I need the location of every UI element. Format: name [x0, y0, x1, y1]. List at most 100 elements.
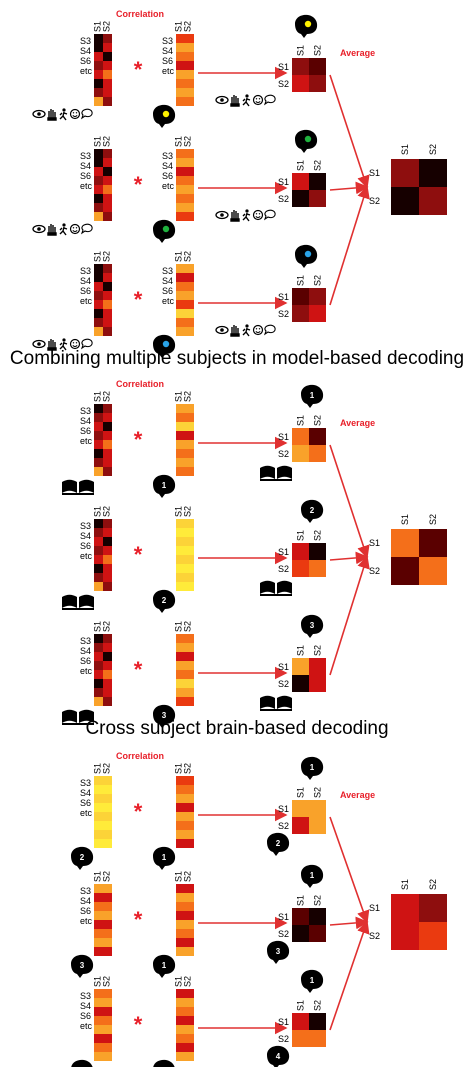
model-strip-cell: [103, 185, 112, 194]
model-strip-cell: [94, 1043, 103, 1052]
brain-strip-row-label: S6: [162, 56, 173, 66]
result-brain-icon: 3: [301, 614, 324, 638]
average-label: Average: [340, 48, 375, 58]
brain-strip-cell: [185, 176, 194, 185]
brain-strip-cell: [176, 264, 185, 273]
brain-strip-row-label: S3: [162, 151, 173, 161]
model-strip-col-label: S1: [93, 763, 103, 774]
brain-strip-cell: [176, 546, 185, 555]
eye-pupil-icon: [37, 112, 41, 116]
model-strip-row-label: S3: [80, 406, 91, 416]
brain-icon-1: 1: [153, 846, 176, 870]
book-icon: [62, 479, 94, 495]
result-row-label: S2: [278, 821, 289, 831]
model-strip-cell: [94, 291, 103, 300]
final-row-label: S2: [369, 196, 380, 206]
brain-dot-icon: [304, 135, 312, 143]
final-matrix-col-label: S1: [400, 514, 410, 525]
brain-strip-cell: [185, 652, 194, 661]
model-strip-cell: [103, 440, 112, 449]
brain-strip-col-label: S2: [183, 21, 193, 32]
result-book-icon: [260, 695, 292, 711]
final-matrix-cell: [391, 159, 419, 187]
brain-icon: [71, 1059, 93, 1067]
model-strip-cell: [94, 652, 103, 661]
model-strip-cell: [94, 97, 103, 106]
brain-strip-col-label: S1: [174, 21, 184, 32]
brain-strip-cell: [185, 185, 194, 194]
model-strip-cell: [103, 929, 112, 938]
model-strip-cell: [94, 194, 103, 203]
result-matrix-cell: [309, 305, 326, 322]
model-strip-cell: [103, 634, 112, 643]
model-strip-col-label: S2: [102, 251, 112, 262]
final-matrix-cell: [391, 557, 419, 585]
model-strip-cell: [103, 839, 112, 848]
brain-strip-cell: [185, 911, 194, 920]
smiley-icon: [252, 209, 264, 221]
smiley-mouth-icon: [72, 230, 78, 232]
model-strip-cell: [94, 185, 103, 194]
model-strip-row-label: S4: [80, 646, 91, 656]
model-strip-row-label: S4: [80, 531, 91, 541]
brain-strip-cell: [185, 555, 194, 564]
brain-strip-row-label: S6: [162, 171, 173, 181]
brain-number-label: 2: [276, 839, 281, 848]
model-strip-cell: [94, 413, 103, 422]
result-matrix-cell: [292, 1013, 309, 1030]
model-strip-cell: [94, 422, 103, 431]
model-strip-cell: [103, 327, 112, 336]
brain-strip-col-label: S1: [174, 763, 184, 774]
brain-icon-1: 1: [153, 1059, 175, 1067]
average-label: Average: [340, 790, 375, 800]
hand-icon: [230, 95, 240, 107]
brain-strip-cell: [185, 203, 194, 212]
model-strip-cell: [103, 79, 112, 88]
model-strip-cell: [103, 989, 112, 998]
result-matrix-cell: [309, 1030, 326, 1047]
result-matrix-col-label: S1: [296, 275, 306, 286]
brain-strip-cell: [176, 97, 185, 106]
model-strip-cell: [103, 794, 112, 803]
brain-number-label: 2: [80, 853, 85, 862]
result-matrix-col-label: S2: [313, 895, 323, 906]
result-matrix-col-label: S2: [313, 275, 323, 286]
result-matrix-col-label: S2: [313, 530, 323, 541]
model-strip-row-label: etc: [80, 436, 93, 446]
multiply-star: *: [134, 799, 143, 824]
model-strip-cell: [94, 821, 103, 830]
brain-strip-cell: [185, 1043, 194, 1052]
book-icon: [62, 594, 94, 610]
model-strip-cell: [94, 458, 103, 467]
average-arrow: [329, 185, 370, 306]
brain-strip-cell: [185, 812, 194, 821]
final-row-label: S2: [369, 931, 380, 941]
brain-strip-cell: [176, 947, 185, 956]
brain-strip-cell: [185, 149, 194, 158]
model-strip-cell: [103, 273, 112, 282]
result-matrix-cell: [292, 908, 309, 925]
average-arrow: [329, 816, 370, 924]
brain-number-label: 1: [162, 853, 167, 862]
model-strip-cell: [94, 679, 103, 688]
brain-strip-cell: [176, 449, 185, 458]
book-right-page-icon: [277, 465, 292, 479]
model-strip-col-label: S2: [102, 506, 112, 517]
model-strip-col-label: S1: [93, 871, 103, 882]
hand-icon: [230, 210, 240, 222]
brain-icon-3: 3: [153, 704, 176, 728]
brain-strip-cell: [176, 167, 185, 176]
model-strip-cell: [94, 88, 103, 97]
final-matrix-col-label: S2: [428, 144, 438, 155]
eye-icon: [215, 95, 229, 105]
result-matrix-col-label: S1: [296, 1000, 306, 1011]
brain-strip-cell: [185, 902, 194, 911]
model-strip-row-label: S6: [80, 541, 91, 551]
model-strip-row-label: etc: [80, 551, 93, 561]
multiply-star: *: [134, 172, 143, 197]
brain-icon-dot: [153, 334, 176, 358]
model-strip-cell: [94, 546, 103, 555]
model-strip-col-label: S2: [102, 391, 112, 402]
brain-number-label: 1: [162, 481, 167, 490]
smiley-icon: [69, 338, 81, 350]
